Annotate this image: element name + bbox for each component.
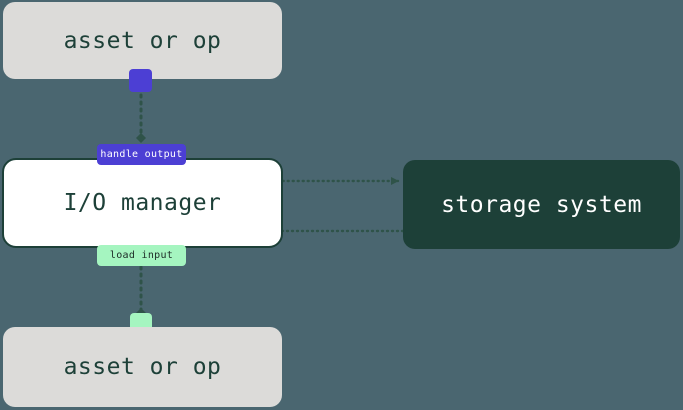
node-asset-bottom[interactable]: asset or op <box>3 327 282 407</box>
node-io-manager[interactable]: I/O manager <box>2 158 283 248</box>
edge-label-handle-output-text: handle output <box>100 149 183 160</box>
edge-label-load-input[interactable]: load input <box>97 245 186 266</box>
node-storage-system-label: storage system <box>441 191 642 218</box>
node-io-manager-label: I/O manager <box>63 190 222 216</box>
edge-label-handle-output[interactable]: handle output <box>97 144 186 165</box>
node-storage-system[interactable]: storage system <box>403 160 680 249</box>
node-asset-top-label: asset or op <box>63 27 222 54</box>
output-port-square[interactable] <box>129 69 152 92</box>
node-asset-bottom-label: asset or op <box>63 354 222 380</box>
edge-label-load-input-text: load input <box>109 250 174 261</box>
node-asset-top[interactable]: asset or op <box>3 2 282 79</box>
